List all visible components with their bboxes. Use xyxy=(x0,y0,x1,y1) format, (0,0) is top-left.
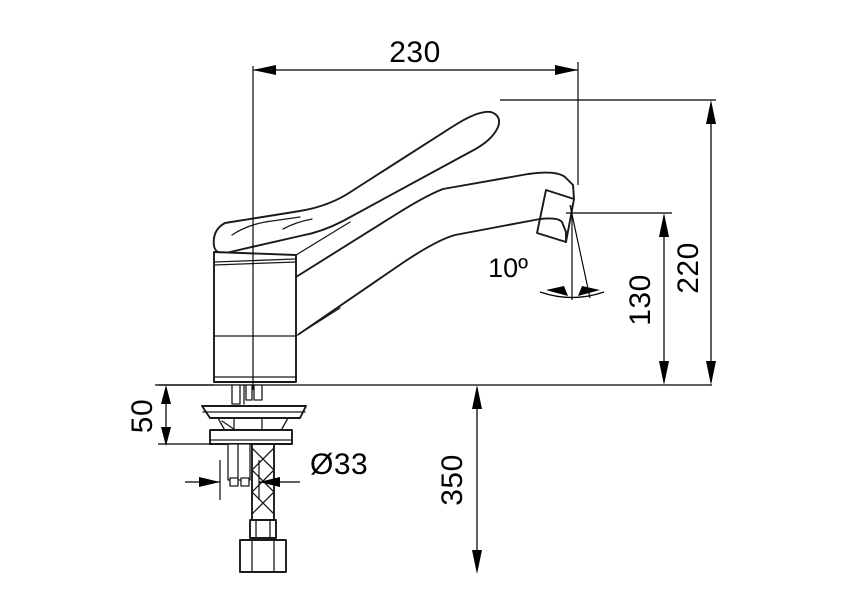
spout-height-label: 130 xyxy=(624,274,657,326)
braided-flexible-hose xyxy=(251,443,275,521)
lever-handle xyxy=(212,110,501,255)
outlet-angle-dimension: 10º xyxy=(488,204,605,300)
overall-height-dimension: 220 xyxy=(500,99,716,385)
swivel-spout xyxy=(295,171,575,335)
spout-reach-label: 230 xyxy=(389,36,441,69)
deck-thickness-dimension: 50 xyxy=(126,384,214,446)
hose-length-dimension: 350 xyxy=(436,385,482,574)
under-deck-assembly xyxy=(201,384,307,573)
spout-reach-dimension: 230 xyxy=(252,36,579,390)
mounting-hole-diameter-dimension: Ø33 xyxy=(185,448,368,500)
hose-connection-nut xyxy=(239,539,287,573)
mounting-hole-diameter-label: Ø33 xyxy=(310,448,368,481)
overall-height-label: 220 xyxy=(672,242,705,294)
cylindrical-valve-body xyxy=(213,221,351,383)
hose-length-label: 350 xyxy=(436,454,469,506)
deck-thickness-label: 50 xyxy=(126,399,159,433)
outlet-angle-label: 10º xyxy=(488,253,528,283)
spout-outlet-aerator xyxy=(536,189,575,243)
spout-height-dimension: 130 xyxy=(566,212,672,385)
faucet-outline-group xyxy=(201,110,575,573)
